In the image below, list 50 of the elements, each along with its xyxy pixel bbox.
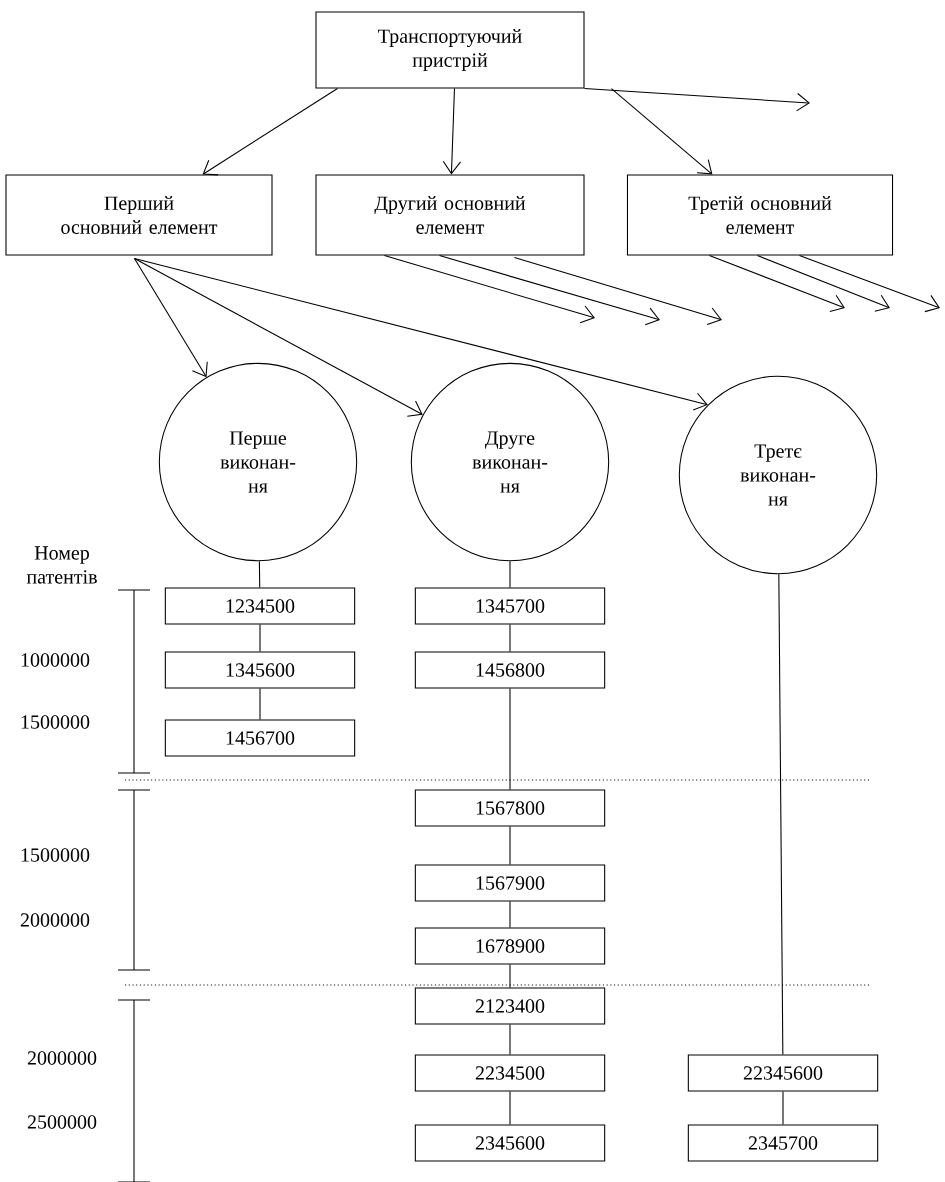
connector-line bbox=[509, 964, 511, 988]
connector-line bbox=[509, 826, 511, 865]
axis-label: 2000000 bbox=[20, 913, 90, 927]
arrow bbox=[798, 255, 940, 313]
element-box: Транспортуючий пристрій bbox=[315, 11, 585, 89]
arrow bbox=[513, 257, 722, 326]
patent-box: 1678900 bbox=[414, 927, 606, 965]
patent-box: 1567900 bbox=[414, 864, 606, 902]
arrow bbox=[383, 255, 595, 324]
axis-label: 1000000 bbox=[21, 653, 90, 667]
axis-label: 2000000 bbox=[27, 1051, 97, 1065]
connector-line bbox=[778, 573, 784, 1055]
axis-label: Номер патентів bbox=[26, 546, 97, 584]
arrow bbox=[133, 258, 208, 378]
patent-box: 22345600 bbox=[687, 1054, 879, 1092]
connector-line bbox=[509, 688, 511, 790]
element-box: Третій основний елемент bbox=[626, 174, 894, 256]
connector-line bbox=[509, 560, 511, 588]
patent-box: 1456700 bbox=[164, 719, 356, 757]
connector-line bbox=[782, 1091, 784, 1125]
connector-line bbox=[509, 1091, 511, 1125]
arrow bbox=[756, 255, 890, 312]
patent-box: 1456800 bbox=[414, 651, 606, 689]
patent-box: 1345600 bbox=[164, 651, 356, 689]
patent-box: 1345700 bbox=[414, 587, 606, 625]
patent-box: 2345600 bbox=[414, 1124, 606, 1162]
connector-line bbox=[509, 901, 511, 928]
arrow bbox=[610, 88, 713, 175]
patent-box: 1567800 bbox=[414, 789, 606, 827]
patent-box: 2123400 bbox=[414, 987, 606, 1025]
connector-line bbox=[509, 624, 511, 652]
axis-label: 1500000 bbox=[21, 848, 90, 862]
arrow bbox=[583, 88, 810, 112]
element-box: Перший основний елемент bbox=[5, 174, 273, 256]
element-box: Другий основний елемент bbox=[315, 174, 585, 256]
patent-box: 2345700 bbox=[687, 1124, 879, 1162]
arrow bbox=[133, 258, 708, 411]
connector-line bbox=[258, 560, 261, 588]
arrow bbox=[202, 88, 338, 176]
connector-line bbox=[259, 688, 261, 720]
connector-line bbox=[509, 1024, 511, 1055]
arrow bbox=[133, 258, 423, 417]
patent-box: 2234500 bbox=[414, 1054, 606, 1092]
arrow bbox=[438, 255, 660, 326]
patent-box: 1234500 bbox=[164, 587, 356, 625]
axis-label: 2500000 bbox=[27, 1115, 97, 1129]
arrow bbox=[708, 255, 845, 312]
connector-line bbox=[259, 624, 261, 652]
axis-label: 1500000 bbox=[21, 715, 90, 729]
arrow bbox=[442, 88, 462, 175]
